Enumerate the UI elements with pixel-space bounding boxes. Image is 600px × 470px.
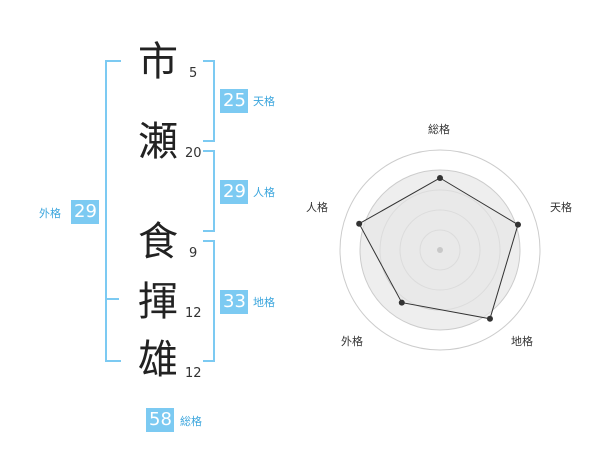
name-char-4: 揮 <box>138 279 178 325</box>
stroke-count-5: 12 <box>185 366 202 381</box>
radar-points <box>356 175 521 322</box>
soukaku-value: 58 <box>146 408 174 432</box>
jinkaku-value: 29 <box>220 180 248 204</box>
gaikaku-label: 外格 <box>39 207 61 220</box>
jinkaku-label: 人格 <box>253 186 275 199</box>
name-char-1: 市 <box>138 39 178 85</box>
tenkaku-label: 天格 <box>253 95 275 108</box>
gaikaku-bracket-mid <box>105 298 119 300</box>
radar-axis-tenkaku: 天格 <box>550 201 572 214</box>
name-char-2: 瀬 <box>138 119 178 165</box>
radar-ring <box>339 149 541 351</box>
radar-axis-jinkaku: 人格 <box>306 201 328 214</box>
radar-center-dot <box>437 247 443 253</box>
chikaku-bracket <box>203 240 215 362</box>
radar-point-2 <box>514 221 521 228</box>
tenkaku-value: 25 <box>220 89 248 113</box>
radar-axis-soukaku: 総格 <box>428 123 450 136</box>
gaikaku-value: 29 <box>71 200 99 224</box>
radar-point-4 <box>398 299 405 306</box>
radar-point-5 <box>356 220 363 227</box>
name-char-3: 食 <box>138 219 178 265</box>
name-char-5: 雄 <box>138 337 178 383</box>
radar-point-1 <box>437 175 443 181</box>
tenkaku-bracket <box>203 60 215 142</box>
gaikaku-bracket <box>105 60 121 362</box>
chikaku-value: 33 <box>220 290 248 314</box>
jinkaku-bracket <box>203 150 215 232</box>
stroke-count-3: 9 <box>189 246 198 261</box>
stroke-count-2: 20 <box>185 146 202 161</box>
stroke-count-1: 5 <box>189 66 198 81</box>
radar-axis-gaikaku: 外格 <box>341 335 363 348</box>
soukaku-label: 総格 <box>180 415 202 428</box>
chikaku-label: 地格 <box>253 296 275 309</box>
stroke-count-4: 12 <box>185 306 202 321</box>
radar-point-3 <box>486 315 493 322</box>
radar-axis-chikaku: 地格 <box>511 335 533 348</box>
